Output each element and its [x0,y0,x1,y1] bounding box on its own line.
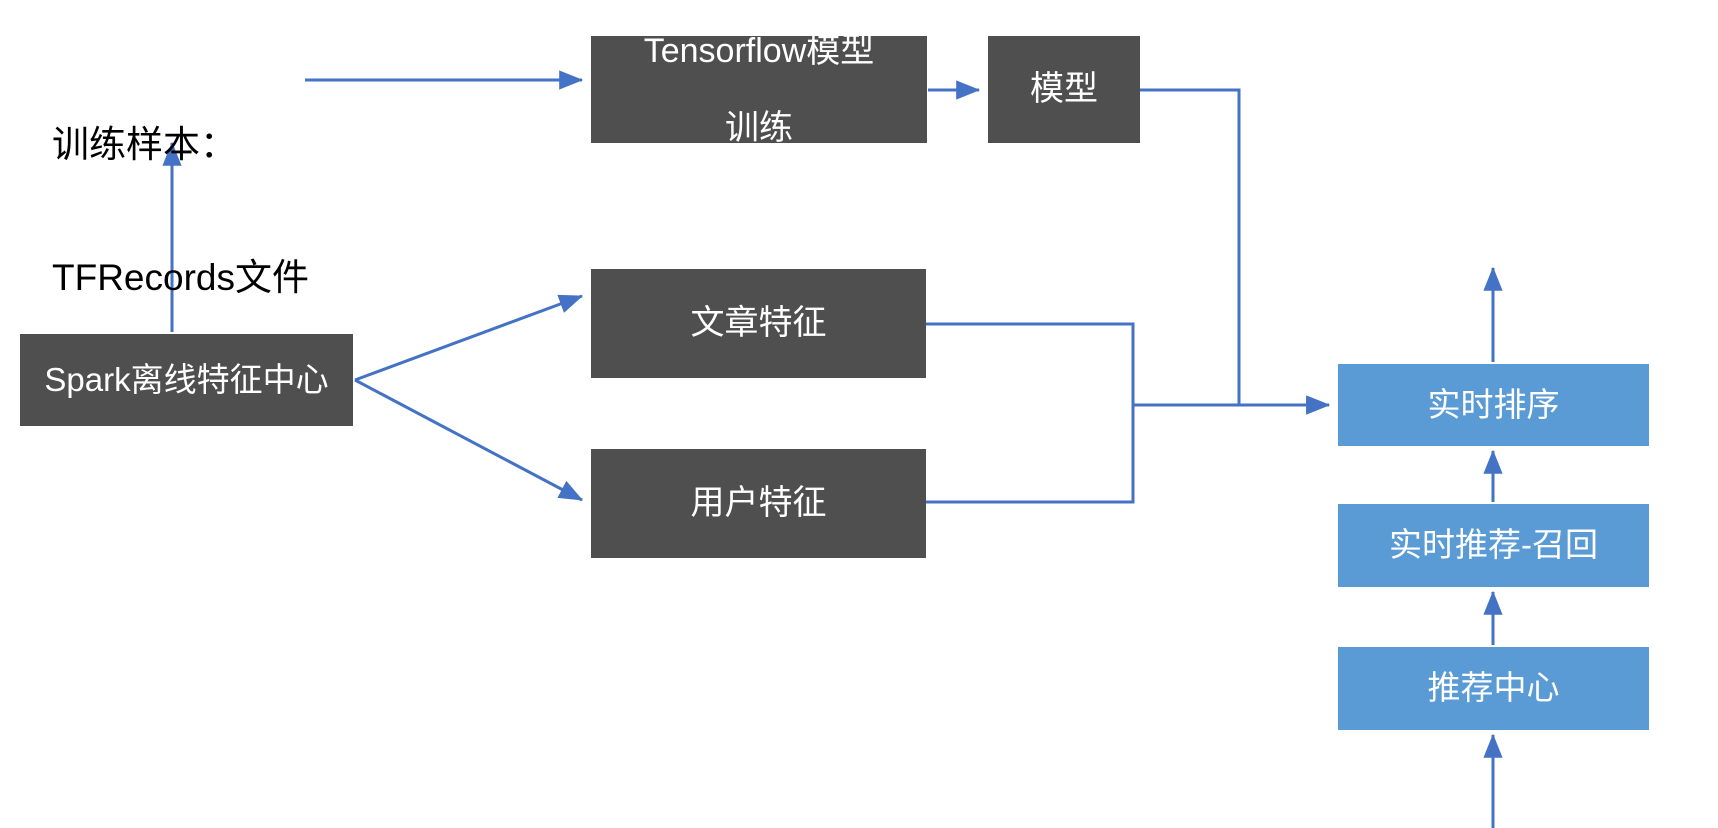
edge-article-feature-to-merge [926,322,1135,405]
node-user-feature[interactable]: 用户特征 [591,449,926,558]
node-tensorflow-model-training-label: Tensorflow模型 训练 [597,32,921,146]
edge-spark-to-user-feature [354,378,584,502]
node-realtime-recall-label: 实时推荐-召回 [1389,526,1598,564]
edge-user-feature-to-merge [926,405,1135,504]
node-train-sample: 训练样本： TFRecords文件 [52,34,352,298]
node-recommend-center[interactable]: 推荐中心 [1338,647,1649,730]
edge-spark-to-article-feature [354,294,584,382]
node-spark-offline-feature-center[interactable]: Spark离线特征中心 [20,334,353,426]
node-train-sample-line1: 训练样本： [52,123,237,165]
node-realtime-recall[interactable]: 实时推荐-召回 [1338,504,1649,587]
node-tensorflow-model-training[interactable]: Tensorflow模型 训练 [591,32,927,147]
edge-model-to-realtime-rank [1140,88,1331,415]
node-spark-label: Spark离线特征中心 [44,360,329,398]
node-train-sample-line2: TFRecords文件 [52,256,309,298]
node-user-feature-label: 用户特征 [690,484,827,523]
node-recommend-center-label: 推荐中心 [1427,669,1560,707]
node-model-label: 模型 [1030,70,1098,109]
node-tftrain-line1: Tensorflow模型 [643,32,875,71]
node-tftrain-line2: 训练 [725,108,793,147]
node-article-feature[interactable]: 文章特征 [591,269,926,378]
node-realtime-rank[interactable]: 实时排序 [1338,364,1649,446]
node-realtime-rank-label: 实时排序 [1427,385,1560,423]
node-model[interactable]: 模型 [988,36,1140,143]
node-article-feature-label: 文章特征 [690,304,827,343]
